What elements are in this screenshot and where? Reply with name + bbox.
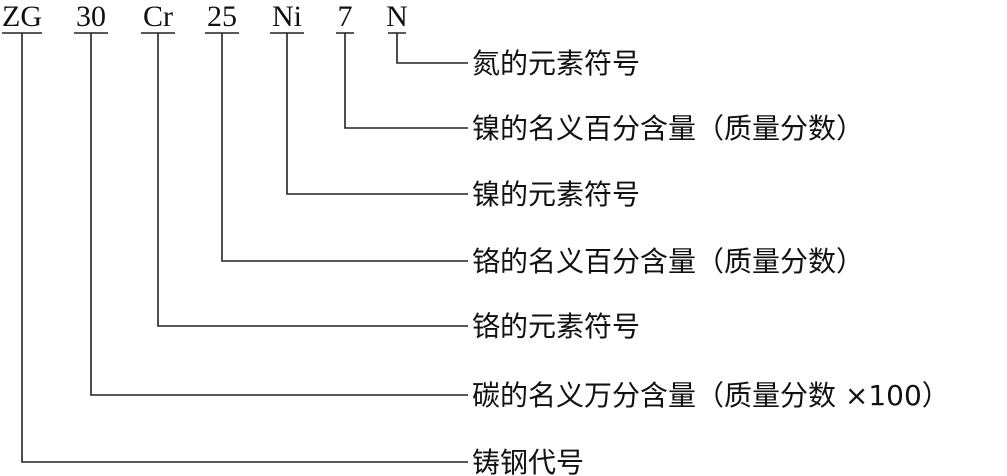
leader-line xyxy=(221,33,468,262)
leader-line xyxy=(286,33,468,195)
segment-label: 氮的元素符号 xyxy=(472,47,640,80)
segment-label: 铬的元素符号 xyxy=(472,310,640,343)
code-n: N xyxy=(386,0,408,33)
code-ni: Ni xyxy=(272,0,302,33)
code-cr: Cr xyxy=(143,0,173,33)
leader-line xyxy=(157,33,468,327)
segment-label: 碳的名义万分含量（质量分数 ×100） xyxy=(472,379,950,412)
segment-label: 镍的名义百分含量（质量分数） xyxy=(472,112,864,145)
code-25: 25 xyxy=(207,0,237,33)
leader-line xyxy=(90,33,468,396)
leader-line xyxy=(344,33,468,129)
segment-label: 铸钢代号 xyxy=(472,446,584,476)
leader-line xyxy=(21,33,468,463)
code-30: 30 xyxy=(76,0,106,33)
code-zg: ZG xyxy=(2,0,42,33)
segment-label: 镍的元素符号 xyxy=(472,178,640,211)
code-7: 7 xyxy=(338,0,353,33)
segment-label: 铬的名义百分含量（质量分数） xyxy=(472,245,864,278)
leader-line xyxy=(396,33,468,64)
